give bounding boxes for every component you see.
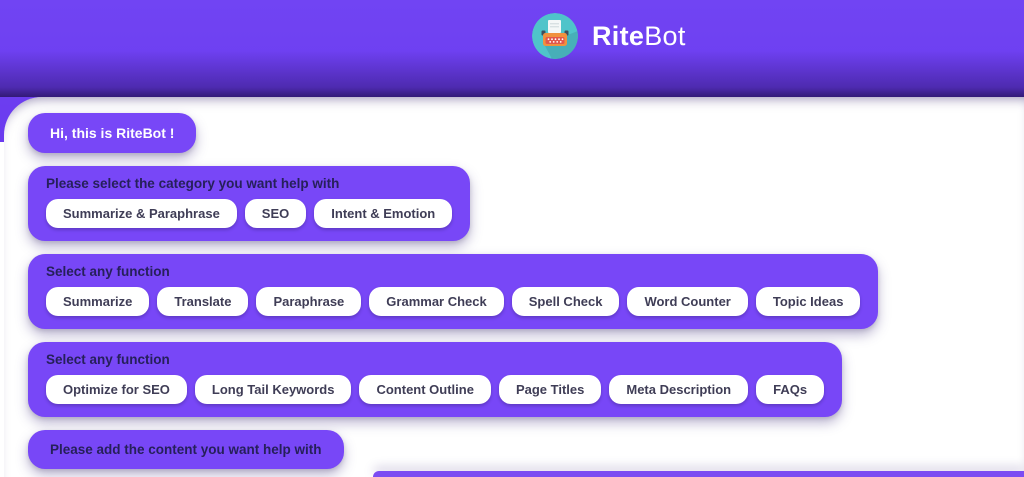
function-prompt-label: Select any function: [46, 264, 170, 279]
function-prompt-label: Select any function: [46, 352, 170, 367]
option-button[interactable]: SEO: [244, 199, 307, 228]
option-button[interactable]: Summarize & Paraphrase: [46, 199, 237, 228]
option-button[interactable]: FAQs: [756, 375, 825, 404]
option-button[interactable]: Page Titles: [498, 375, 602, 404]
brand-name-rite: Rite: [592, 20, 645, 51]
option-button[interactable]: Optimize for SEO: [46, 375, 187, 404]
category-prompt-label: Please select the category you want help…: [46, 176, 340, 191]
brand-name-bot: Bot: [644, 20, 686, 51]
typewriter-icon: [532, 13, 578, 59]
option-button[interactable]: Spell Check: [511, 287, 620, 316]
chat-panel: Hi, this is RiteBot ! Please select the …: [4, 97, 1024, 477]
chat-thread: Hi, this is RiteBot ! Please select the …: [28, 113, 879, 469]
user-message-bubble-cutoff: [373, 471, 1024, 477]
content-prompt-bubble: Please add the content you want help wit…: [28, 430, 344, 469]
brand-name: RiteBot: [592, 21, 686, 52]
option-button[interactable]: Meta Description: [609, 375, 749, 404]
category-bubble: Please select the category you want help…: [28, 166, 471, 241]
bot-greeting-bubble: Hi, this is RiteBot !: [28, 113, 197, 153]
option-button[interactable]: Summarize: [46, 287, 150, 316]
option-button[interactable]: Content Outline: [359, 375, 491, 404]
brand-logo[interactable]: RiteBot: [532, 13, 686, 59]
option-button[interactable]: Paraphrase: [256, 287, 362, 316]
option-button[interactable]: Word Counter: [627, 287, 748, 316]
option-button[interactable]: Grammar Check: [369, 287, 504, 316]
option-button[interactable]: Topic Ideas: [755, 287, 861, 316]
option-button[interactable]: Intent & Emotion: [314, 199, 453, 228]
option-button[interactable]: Long Tail Keywords: [194, 375, 352, 404]
option-button[interactable]: Translate: [157, 287, 249, 316]
